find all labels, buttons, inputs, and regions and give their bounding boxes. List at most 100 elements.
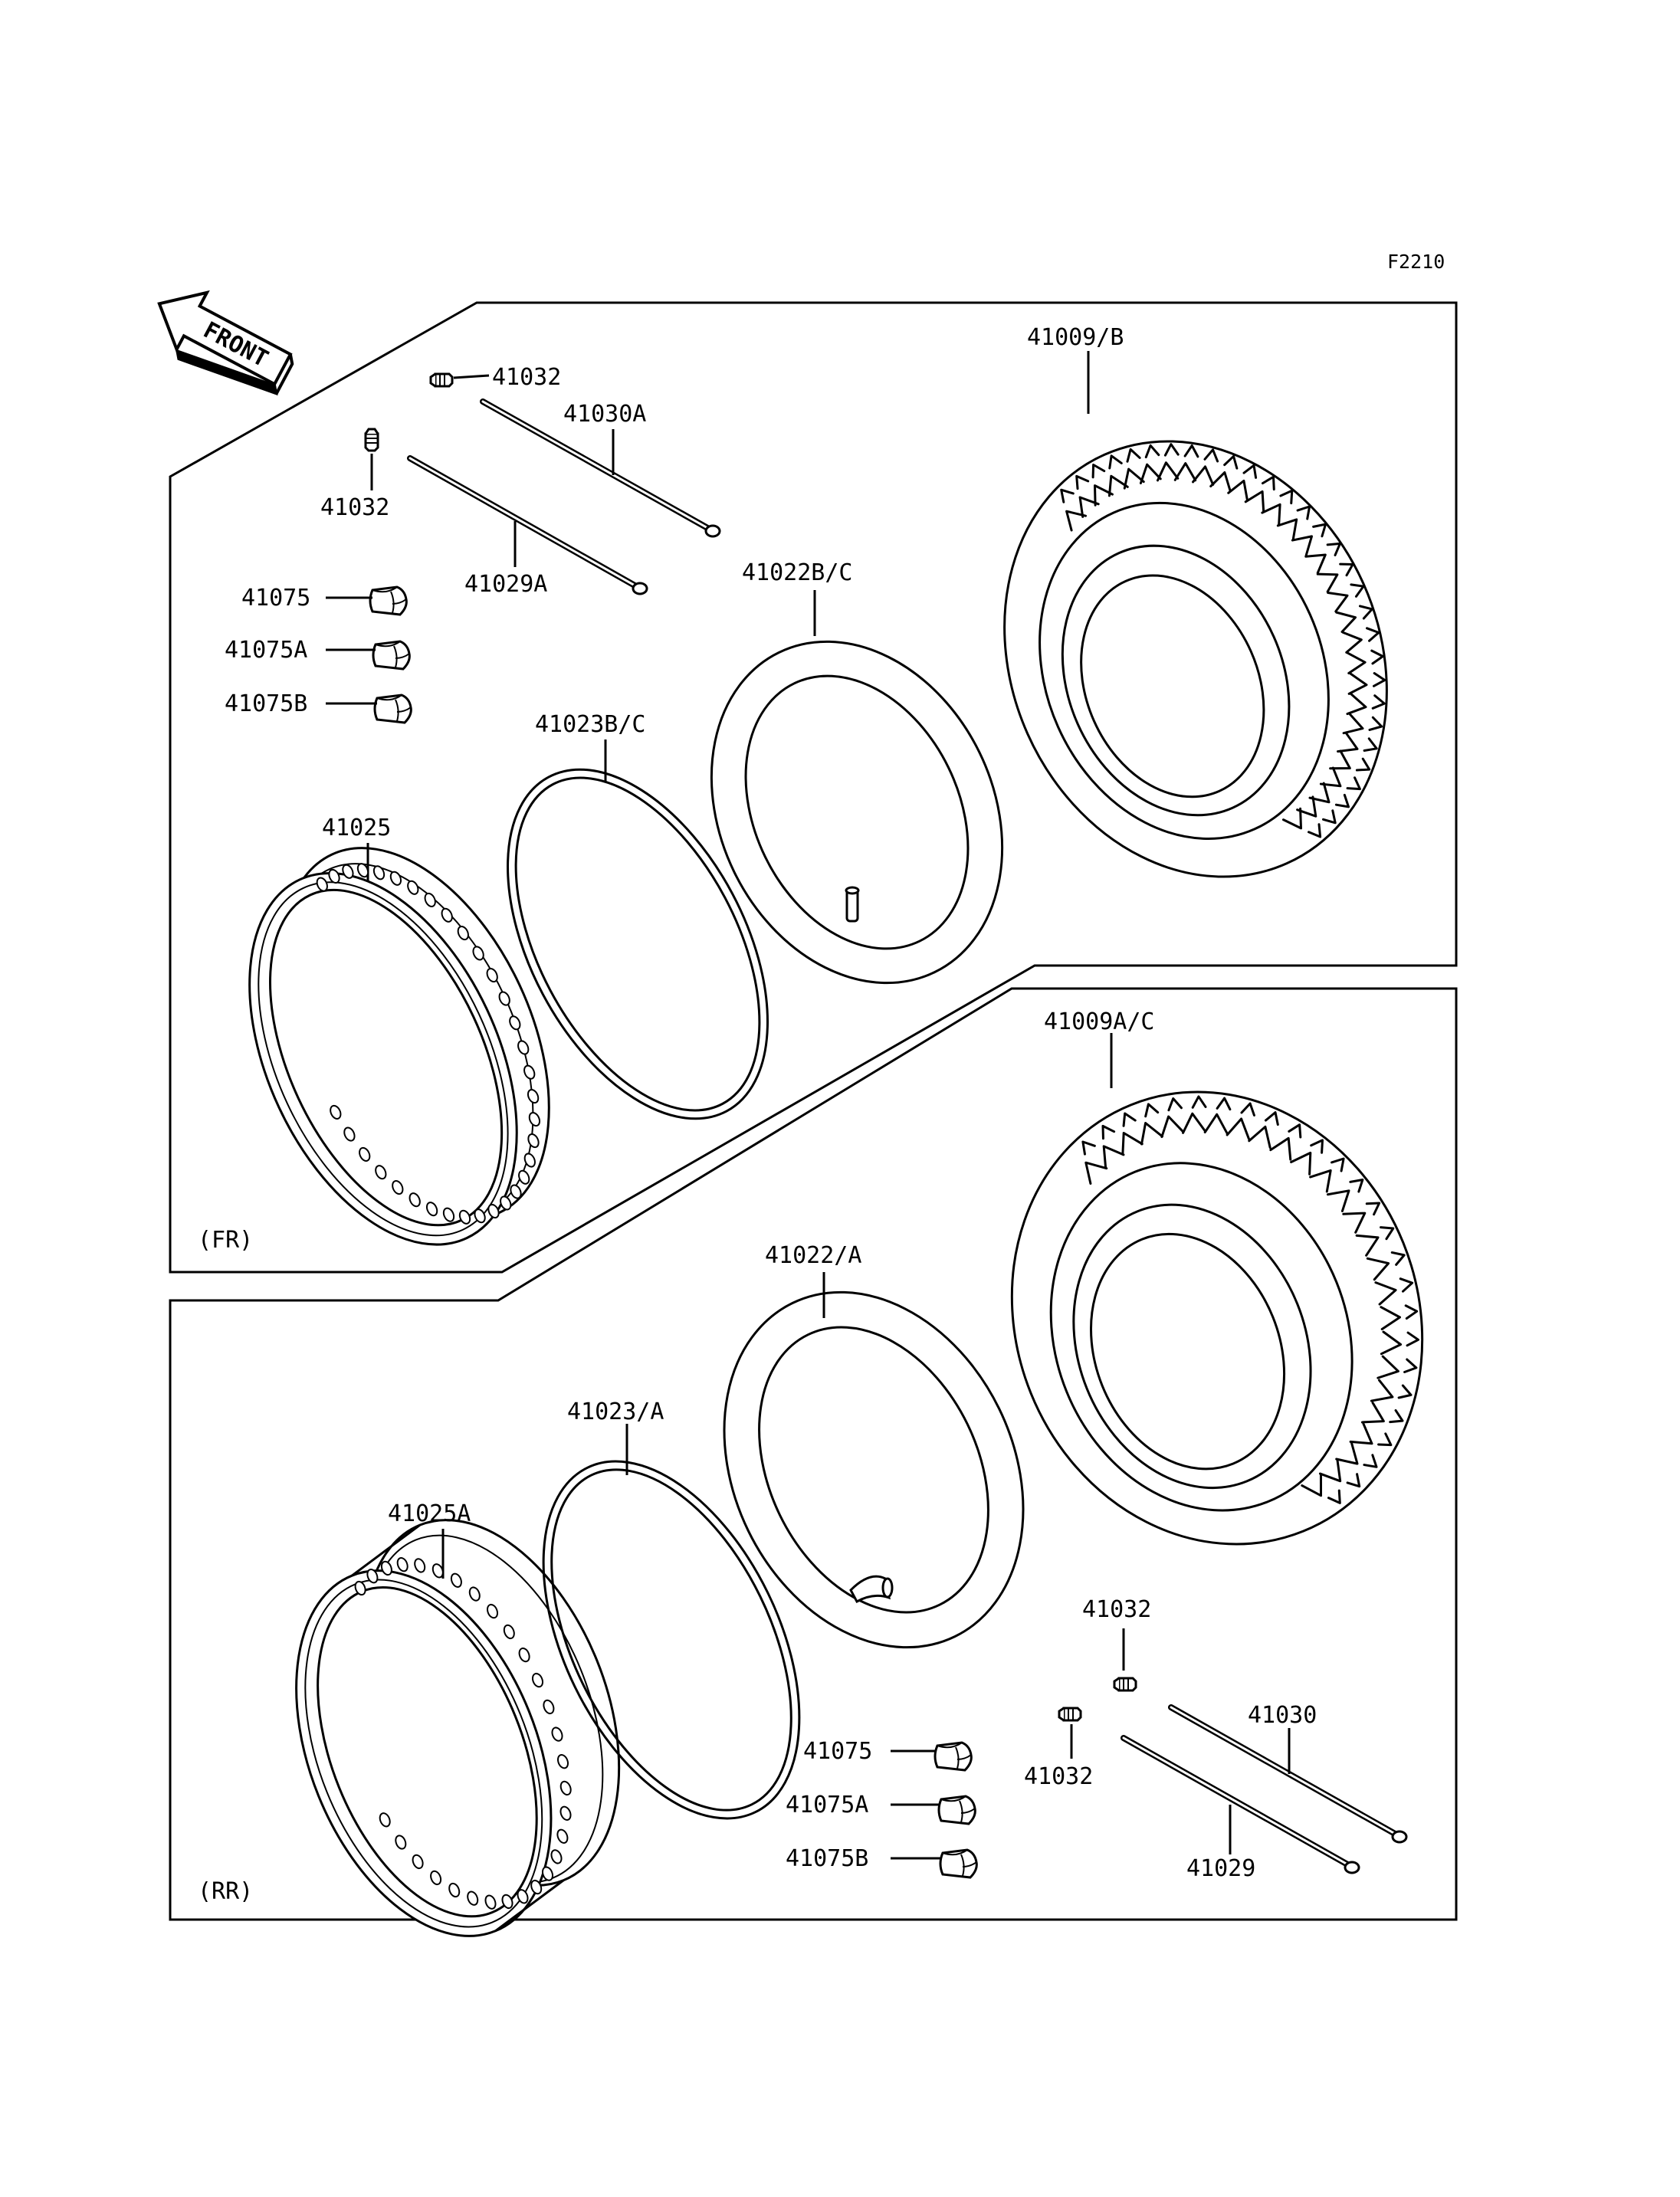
tread-mark — [1309, 1169, 1332, 1193]
rim-hole — [527, 1133, 540, 1149]
tread-mark — [1144, 1103, 1160, 1118]
tread-mark — [1399, 1277, 1414, 1293]
rim-hole — [458, 1209, 471, 1225]
tread-mark — [1326, 1189, 1350, 1212]
rear-spoke-a-label: 41030 — [1248, 1702, 1317, 1729]
rear-weight-2: 41075A — [786, 1792, 976, 1825]
tread-mark — [1140, 1122, 1163, 1146]
tread-mark — [1203, 1113, 1229, 1135]
tread-mark — [1342, 712, 1364, 735]
tread-mark — [1327, 1489, 1341, 1504]
rim-hole — [442, 1207, 455, 1222]
front-nipple-left-label: 41032 — [320, 494, 389, 521]
tread-mark — [1360, 1402, 1385, 1424]
front-rim-band: 41023B/C — [507, 711, 769, 1120]
tread-mark — [1365, 1202, 1381, 1216]
tread-mark — [1060, 488, 1075, 503]
rim-hole — [431, 1563, 444, 1579]
rear-spoke-a: 41030 — [1168, 1702, 1408, 1844]
tread-mark — [1358, 605, 1373, 620]
rim-hole — [356, 863, 369, 878]
rim-hole — [441, 907, 453, 923]
front-rim-label: 41025 — [322, 815, 391, 841]
tread-mark — [1182, 1112, 1206, 1134]
tread-mark — [1372, 672, 1386, 687]
rim-hole — [556, 1754, 569, 1769]
rim-hole — [517, 1889, 529, 1904]
rim-hole — [486, 968, 498, 983]
tread-mark — [1346, 776, 1361, 791]
rim-hole — [500, 1195, 512, 1211]
tread-mark — [1403, 1358, 1418, 1374]
tread-mark — [1339, 562, 1354, 577]
tread-mark — [1366, 627, 1380, 642]
tread-mark — [1183, 444, 1199, 458]
rear-rim-band-label: 41023/A — [567, 1399, 664, 1425]
rear-weight-3: 41075B — [786, 1845, 978, 1879]
valve-icon — [849, 1575, 894, 1604]
rear-tire-label: 41009A/C — [1044, 1008, 1155, 1035]
front-weight-3: 41075B — [225, 690, 412, 724]
front-section-label: (FR) — [198, 1227, 253, 1254]
tread-mark — [1227, 479, 1249, 502]
tread-mark — [1368, 716, 1383, 731]
tread-mark — [1349, 1179, 1364, 1193]
tread-mark — [1296, 505, 1311, 520]
rim-hole — [517, 1040, 530, 1055]
rim-hole — [330, 1104, 342, 1120]
rim-hole — [486, 1603, 499, 1619]
tread-mark — [1276, 518, 1298, 540]
tread-mark — [1363, 1454, 1378, 1468]
tread-mark — [1191, 1095, 1207, 1109]
rim-hole — [527, 1089, 540, 1104]
weight-icon — [373, 694, 412, 724]
tread-mark — [1349, 1422, 1373, 1445]
rim-hole — [354, 1580, 366, 1596]
tread-mark — [1308, 823, 1322, 838]
rim-hole — [372, 865, 386, 880]
tread-mark — [1380, 1306, 1401, 1330]
rear-rim-band: 41023/A — [542, 1399, 801, 1820]
tread-mark — [1390, 1251, 1406, 1266]
rim-hole — [528, 1112, 541, 1127]
tread-mark — [1163, 443, 1180, 457]
rim-hole — [531, 1672, 544, 1688]
tread-mark — [1380, 1330, 1403, 1356]
front-spoke-a: 41030A — [480, 398, 721, 538]
rim-hole — [366, 1569, 379, 1584]
tread-mark — [1123, 467, 1145, 490]
front-weight-1-label: 41075 — [241, 585, 310, 612]
tread-mark — [1261, 475, 1275, 491]
tread-mark — [1122, 1112, 1137, 1127]
weight-icon — [939, 1848, 978, 1879]
rear-spoke-b: 41029 — [1121, 1735, 1360, 1882]
rim-hole — [379, 1812, 391, 1828]
rim-hole — [487, 1203, 500, 1219]
tread-mark — [1346, 1473, 1361, 1488]
front-weight-1: 41075 — [241, 585, 408, 616]
rear-nipple-top: 41032 — [1082, 1596, 1151, 1692]
rear-weight-1-label: 41075 — [803, 1738, 872, 1765]
rim-hole — [380, 1560, 392, 1576]
front-tire: 41009/B — [1003, 324, 1388, 878]
tread-mark — [1291, 535, 1313, 557]
tread-mark — [1337, 731, 1359, 753]
tread-mark — [1342, 1212, 1367, 1234]
rim-hole — [530, 1879, 543, 1895]
rim-hole — [414, 1558, 426, 1573]
front-weight-3-label: 41075B — [225, 690, 307, 717]
weight-icon — [934, 1741, 973, 1772]
weight-icon — [372, 640, 411, 671]
tread-mark — [1397, 1384, 1413, 1399]
tread-mark — [1264, 1111, 1279, 1126]
tread-mark — [1240, 1102, 1255, 1117]
rim-hole — [501, 1894, 514, 1910]
tread-mark — [1370, 649, 1384, 665]
tread-mark — [1209, 471, 1232, 493]
rear-weight-3-label: 41075B — [786, 1845, 868, 1872]
tread-mark — [1216, 1097, 1232, 1111]
rear-spoke-b-label: 41029 — [1186, 1855, 1255, 1882]
weight-icon — [937, 1795, 976, 1825]
rear-nipple-left-label: 41032 — [1024, 1763, 1093, 1790]
